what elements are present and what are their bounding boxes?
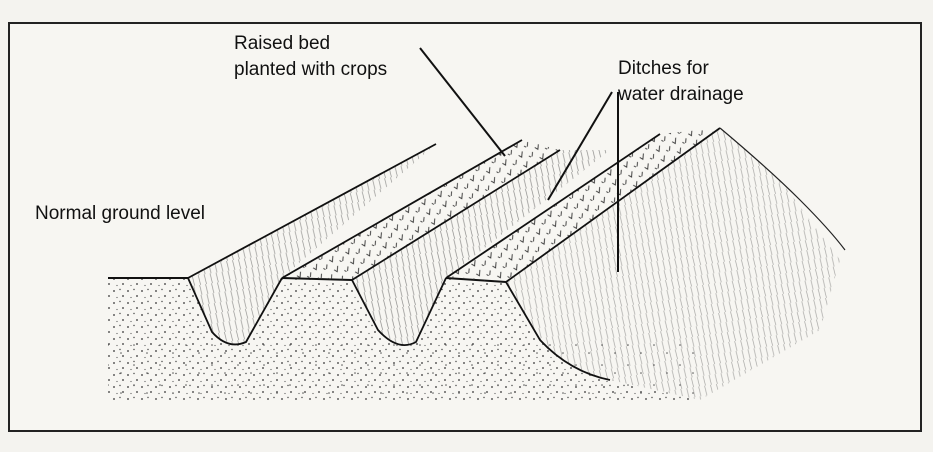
raised-bed-label: Raised bed planted with crops — [234, 31, 387, 83]
normal-ground-label: Normal ground level — [35, 201, 205, 227]
raised-bed-label-line-1: Raised bed — [234, 31, 387, 57]
raised-bed-pointer — [420, 48, 505, 156]
ditches-label-line-2: water drainage — [618, 82, 744, 108]
raised-bed-label-line-2: planted with crops — [234, 57, 387, 83]
ditches-label-line-1: Ditches for — [618, 56, 744, 82]
ditches-label: Ditches for water drainage — [618, 56, 744, 108]
